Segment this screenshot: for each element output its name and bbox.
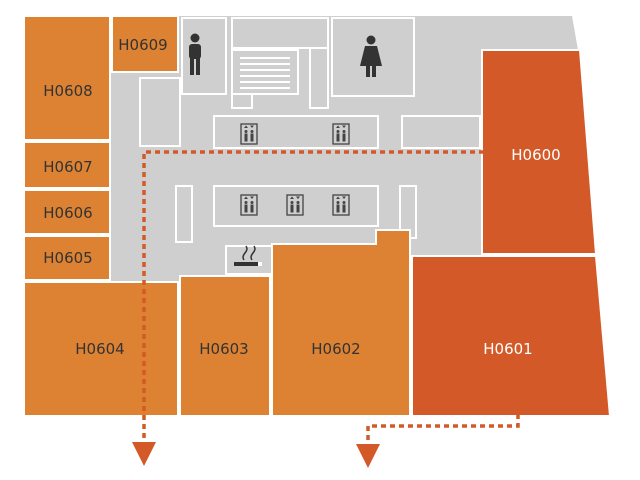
exit-arrow-left — [132, 442, 156, 466]
elevator-icon — [332, 194, 350, 216]
room-label-h0606: H0606 — [43, 204, 92, 222]
room-h0600[interactable] — [481, 49, 598, 255]
route-line-lower — [366, 414, 520, 444]
route-lines — [142, 150, 520, 444]
room-h0602[interactable] — [271, 229, 411, 417]
room-h0603[interactable] — [179, 275, 271, 417]
room-h0607[interactable] — [23, 141, 111, 189]
room-label-h0603: H0603 — [199, 340, 248, 358]
exit-arrow-center — [356, 444, 380, 468]
elevator-icon — [332, 123, 350, 145]
route-line-main — [142, 150, 484, 440]
room-h0609[interactable] — [111, 15, 179, 73]
elevator-icon — [240, 194, 258, 216]
service-core — [139, 17, 481, 275]
room-label-h0602: H0602 — [311, 340, 360, 358]
men-restroom-icon — [189, 33, 201, 75]
smoking-area-icon — [234, 245, 262, 266]
women-restroom-icon — [360, 35, 382, 77]
rooms — [23, 15, 612, 417]
room-label-h0609: H0609 — [118, 36, 167, 54]
elevator-icon — [240, 123, 258, 145]
room-label-h0608: H0608 — [43, 82, 92, 100]
room-h0608[interactable] — [23, 15, 111, 141]
room-label-h0601: H0601 — [483, 340, 532, 358]
room-h0605[interactable] — [23, 235, 111, 281]
room-label-h0604: H0604 — [75, 340, 124, 358]
room-label-h0607: H0607 — [43, 158, 92, 176]
room-h0601[interactable] — [411, 255, 612, 417]
room-h0606[interactable] — [23, 189, 111, 235]
elevator-icon — [286, 194, 304, 216]
room-label-h0605: H0605 — [43, 249, 92, 267]
staircase — [231, 49, 299, 95]
room-label-h0600: H0600 — [511, 146, 560, 164]
room-h0604[interactable] — [23, 281, 179, 417]
room-labels: H0609 H0608 H0607 H0606 H0605 H0604 H060… — [43, 36, 560, 358]
elevator-icons — [240, 123, 350, 216]
